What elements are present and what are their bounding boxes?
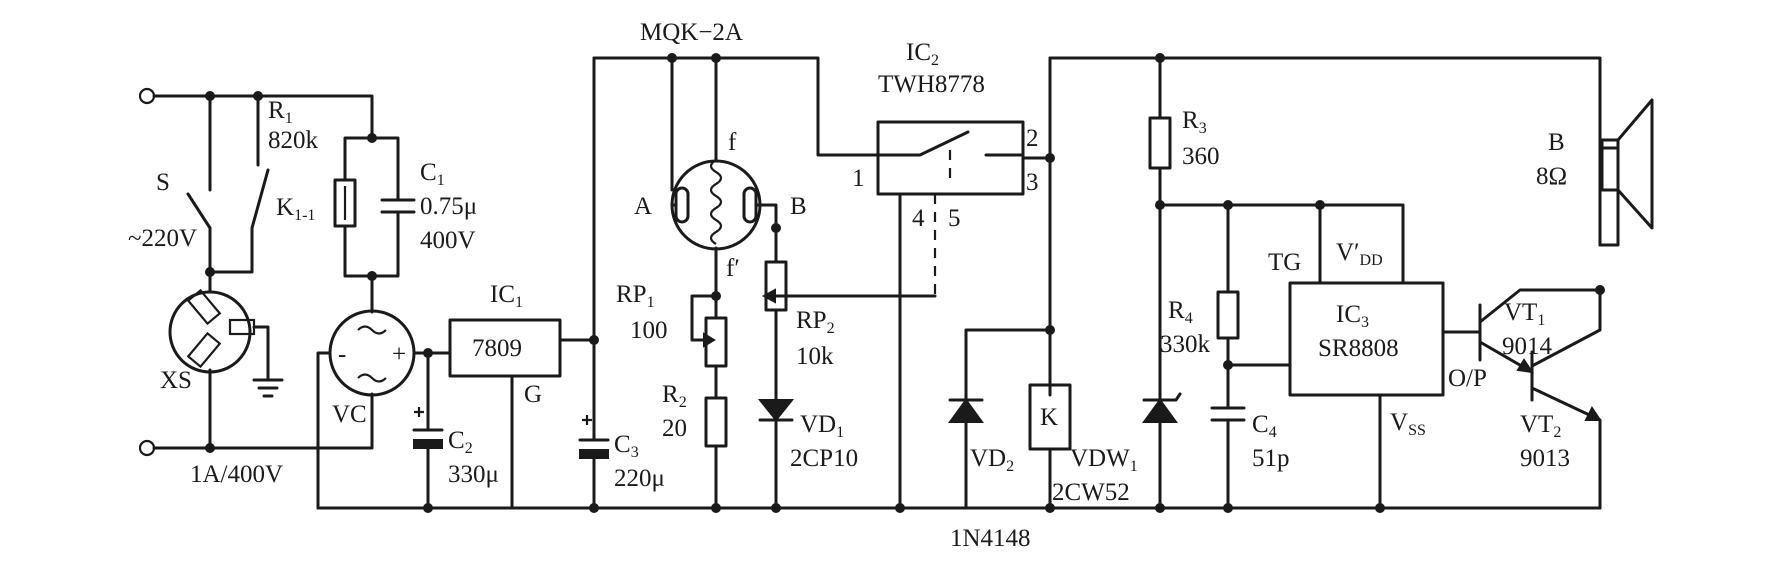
label-vss: VSS <box>1390 409 1426 439</box>
label-ic3-part: SR8808 <box>1318 335 1399 362</box>
label-switch-s: S <box>156 169 170 196</box>
label-k11: K1-1 <box>276 194 315 224</box>
capacitor-c3 <box>578 56 610 513</box>
label-ic2-pin4: 4 <box>912 205 925 232</box>
label-vd2: VD2 <box>970 445 1014 475</box>
switch-ic2 <box>876 120 1052 513</box>
label-c3: C3 <box>614 431 639 461</box>
label-c4-value: 51p <box>1252 445 1290 472</box>
speaker-icon <box>1598 98 1654 247</box>
terminal-top <box>138 87 156 105</box>
label-r3-value: 360 <box>1182 143 1220 170</box>
label-r2-value: 20 <box>662 415 687 442</box>
socket-xs <box>168 288 284 398</box>
zener-vdw1 <box>1142 203 1182 513</box>
capacitor-c2 <box>412 351 444 513</box>
bridge-rectifier-vc <box>316 309 452 510</box>
label-vc-minus: - <box>338 341 346 368</box>
label-r2: R2 <box>662 381 687 411</box>
label-ic3: IC3 <box>1336 301 1369 331</box>
label-sensor-f: f <box>728 129 737 156</box>
label-vd2-part: 1N4148 <box>950 525 1031 552</box>
label-vdd: V′DD <box>1336 239 1383 269</box>
label-rp2-value: 10k <box>796 343 834 370</box>
potentiometer-rp1 <box>690 294 728 400</box>
diode-vd1 <box>757 388 795 513</box>
diode-vd2 <box>948 325 1055 510</box>
label-ic2-pin2: 2 <box>1026 125 1039 152</box>
switch-s-wires <box>186 94 212 292</box>
label-vt1-part: 9014 <box>1502 333 1553 360</box>
label-ic1: IC1 <box>490 281 523 311</box>
label-vd1: VD1 <box>800 411 844 441</box>
label-rp2: RP2 <box>796 307 835 337</box>
top-rail-wire <box>152 94 374 140</box>
label-sensor-a: A <box>634 193 652 220</box>
top-right-rail <box>1048 56 1602 247</box>
label-c3-value: 220μ <box>614 465 665 492</box>
label-vt2-part: 9013 <box>1520 445 1570 472</box>
label-r3: R3 <box>1182 107 1207 137</box>
regulator-ic1 <box>448 318 599 510</box>
label-vdw1-part: 2CW52 <box>1052 479 1130 506</box>
transistor-vt1 <box>1478 285 1605 374</box>
ground-icon <box>252 378 284 398</box>
label-rp1-value: 100 <box>630 317 668 344</box>
chip-ic3 <box>1288 281 1482 513</box>
label-r4-value: 330k <box>1160 331 1211 358</box>
label-speaker: B <box>1548 129 1565 156</box>
component-labels: R1 820k S K1-1 C1 0.75μ 400V ~220V XS VC… <box>128 19 1570 552</box>
resistor-r1 <box>333 178 357 228</box>
r1-c1-network <box>333 133 416 314</box>
label-mains: ~220V <box>128 225 197 252</box>
label-ic1-g: G <box>524 381 542 408</box>
capacitor-c4 <box>1210 406 1246 513</box>
label-vt2: VT2 <box>1520 411 1561 441</box>
label-ic2-pin3: 3 <box>1026 169 1039 196</box>
label-c2-value: 330μ <box>448 461 499 488</box>
label-ic1-part: 7809 <box>472 335 522 362</box>
label-c1: C1 <box>420 159 445 189</box>
label-op: O/P <box>1448 365 1487 392</box>
terminal-bottom <box>138 439 156 457</box>
resistor-r3 <box>1148 56 1172 210</box>
label-ic2-part: TWH8778 <box>878 71 985 98</box>
label-r4: R4 <box>1168 297 1193 327</box>
label-sensor-f-prime: f′ <box>726 255 740 282</box>
resistor-r4 <box>1216 290 1292 410</box>
label-tg: TG <box>1268 249 1301 276</box>
label-sensor-b: B <box>790 193 807 220</box>
label-c2: C2 <box>448 427 473 457</box>
vdd-rail <box>1158 203 1405 294</box>
label-mqk: MQK−2A <box>640 19 743 46</box>
label-vd1-part: 2CP10 <box>790 445 858 472</box>
label-c1-value: 0.75μ <box>420 193 477 220</box>
gas-sensor-mqk <box>592 53 880 301</box>
label-vdw1: VDW1 <box>1070 445 1138 475</box>
label-ic2-pin5: 5 <box>948 205 961 232</box>
label-fuse: 1A/400V <box>190 461 283 488</box>
label-speaker-value: 8Ω <box>1536 163 1567 190</box>
potentiometer-rp2 <box>761 226 937 392</box>
label-vc: VC <box>332 401 367 428</box>
label-relay-k: K <box>1040 404 1058 431</box>
label-ic2-pin1: 1 <box>852 165 865 192</box>
capacitor-c1 <box>380 198 416 214</box>
bottom-to-bridge-wire <box>208 392 374 450</box>
label-vc-plus: + <box>392 341 406 368</box>
label-c1-voltage: 400V <box>420 227 476 254</box>
mains-input-section <box>138 87 374 457</box>
transistor-vt2 <box>1530 288 1602 510</box>
label-r1: R1 <box>268 97 293 127</box>
switch-k11-wires <box>208 94 270 274</box>
label-ic2: IC2 <box>906 39 939 69</box>
label-r1-value: 820k <box>268 127 319 154</box>
label-vt1: VT1 <box>1504 299 1545 329</box>
label-xs: XS <box>160 367 192 394</box>
label-c4: C4 <box>1252 411 1277 441</box>
label-rp1: RP1 <box>616 281 655 311</box>
resistor-r2 <box>704 396 728 513</box>
